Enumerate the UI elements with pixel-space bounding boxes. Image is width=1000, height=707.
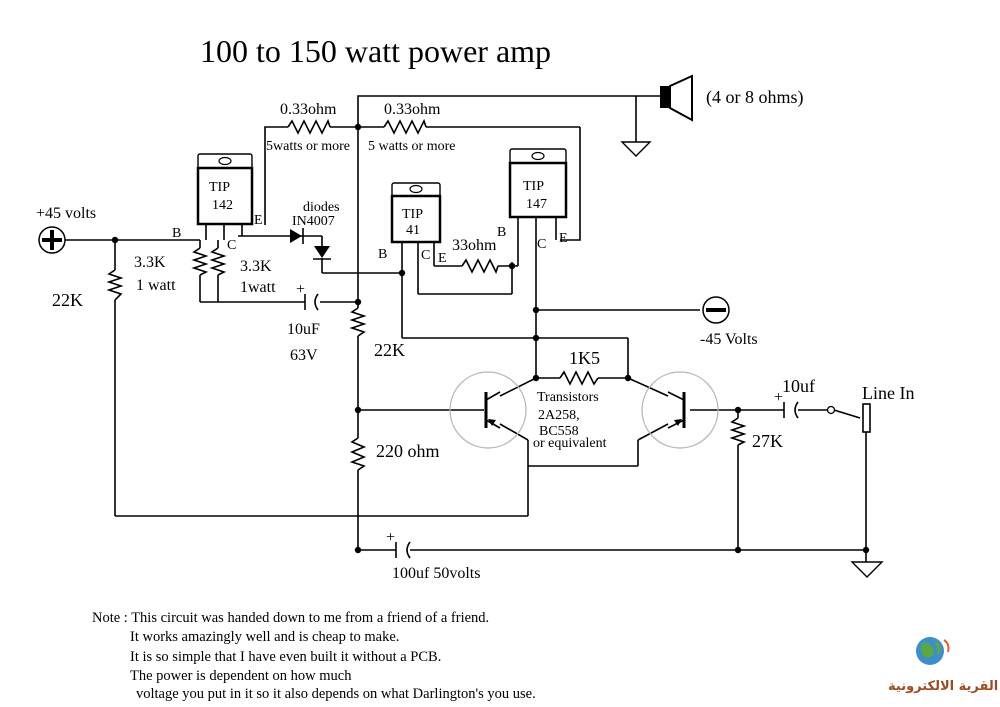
driver-transistor-right [641, 371, 719, 449]
r-033-left-rating: 5watts or more [266, 139, 350, 154]
tip147-pin-b: B [497, 225, 506, 240]
r-3k3-b-rating: 1watt [240, 279, 276, 296]
tip142-label-2: 142 [212, 198, 233, 213]
tip142-transistor [196, 153, 254, 240]
line-in-jack [826, 403, 871, 433]
diagram-title: 100 to 150 watt power amp [200, 33, 551, 69]
line-in-label: Line In [862, 383, 914, 403]
speaker-icon [660, 74, 693, 122]
capacitor-10uf-63v [304, 293, 319, 311]
speaker-impedance-label: (4 or 8 ohms) [706, 87, 804, 108]
resistor-33ohm [461, 258, 499, 275]
r-3k3-b-label: 3.3K [240, 258, 272, 275]
tip147-label-2: 147 [526, 197, 547, 212]
tip41-label-2: 41 [406, 223, 420, 238]
tip142-pin-e: E [254, 213, 263, 228]
resistor-3.3k-a [191, 247, 209, 276]
tip142-label-1: TIP [209, 180, 230, 195]
tip147-pin-c: C [537, 237, 546, 252]
cap-10uf-label: 10uF [287, 321, 320, 338]
supply-negative-terminal [702, 296, 730, 324]
watermark-text: القرية الالكترونية [888, 679, 998, 694]
r-22k-mid-label: 22K [374, 340, 405, 360]
junction-dots [111, 123, 870, 554]
resistor-22k-left [106, 269, 124, 301]
r-033-left-label: 0.33ohm [280, 101, 337, 118]
cap-10uf-plus: + [296, 281, 305, 298]
transistors-label-2: 2A258, [538, 408, 580, 423]
note-line-2: It works amazingly well and is cheap to … [130, 629, 400, 645]
r-33ohm-label: 33ohm [452, 237, 497, 254]
tip142-pin-c: C [227, 238, 236, 253]
tip147-transistor [508, 148, 568, 235]
note-line-3: It is so simple that I have even built i… [130, 649, 442, 665]
r-3k3-a-label: 3.3K [134, 254, 166, 271]
resistor-27k [729, 417, 747, 446]
cap-input-plus: + [774, 389, 783, 406]
capacitor-10uf-input [783, 401, 799, 419]
r-033-right-rating: 5 watts or more [368, 139, 455, 154]
cap-10uf-rating: 63V [290, 347, 318, 364]
diodes-label-1: diodes [303, 200, 340, 215]
tip41-label-1: TIP [402, 207, 423, 222]
resistor-0.33ohm-right [383, 118, 427, 135]
cap-input-label: 10uf [782, 376, 815, 396]
cap-100uf-label: 100uf 50volts [392, 565, 480, 582]
diodes-label-2: IN4007 [292, 214, 335, 229]
capacitor-100uf [395, 541, 411, 559]
tip41-pin-e: E [438, 251, 447, 266]
watermark-logo [916, 637, 950, 665]
resistors [106, 118, 747, 471]
resistor-3.3k-b [209, 247, 227, 276]
note-line-5: voltage you put in it so it also depends… [136, 686, 536, 702]
note-line-4: The power is dependent on how much [130, 668, 352, 684]
tip147-label-1: TIP [523, 179, 544, 194]
wires [65, 95, 867, 562]
r-22k-left-label: 22K [52, 290, 83, 310]
supply-negative-label: -45 Volts [700, 331, 758, 348]
tip41-transistor [390, 182, 442, 250]
r-27k-label: 27K [752, 431, 783, 451]
driver-transistor-left [449, 371, 527, 449]
note-line-1: Note : This circuit was handed down to m… [92, 610, 490, 626]
tip147-pin-e: E [559, 231, 568, 246]
r-3k3-a-rating: 1 watt [136, 277, 176, 294]
tip41-pin-b: B [378, 247, 387, 262]
resistor-1k5 [559, 370, 599, 386]
resistor-0.33ohm-left [287, 118, 331, 135]
transistors-label-4: or equivalent [533, 436, 607, 451]
supply-positive-label: +45 volts [36, 205, 96, 222]
r-033-right-label: 0.33ohm [384, 101, 441, 118]
capacitors [304, 293, 799, 559]
diodes-in4007 [290, 228, 331, 260]
ground-symbol-input [850, 561, 884, 578]
tip41-pin-c: C [421, 248, 430, 263]
transistors-label-1: Transistors [537, 390, 599, 405]
transistors-label-3: BC558 [539, 424, 579, 439]
supply-positive-terminal [38, 226, 66, 254]
resistor-22k-mid [349, 307, 367, 337]
r-1k5-label: 1K5 [569, 348, 600, 368]
resistor-220ohm [349, 437, 367, 471]
r-220-label: 220 ohm [376, 441, 440, 461]
cap-100uf-plus: + [386, 529, 395, 546]
ground-symbol-speaker [620, 141, 652, 157]
tip142-pin-b: B [172, 226, 181, 241]
